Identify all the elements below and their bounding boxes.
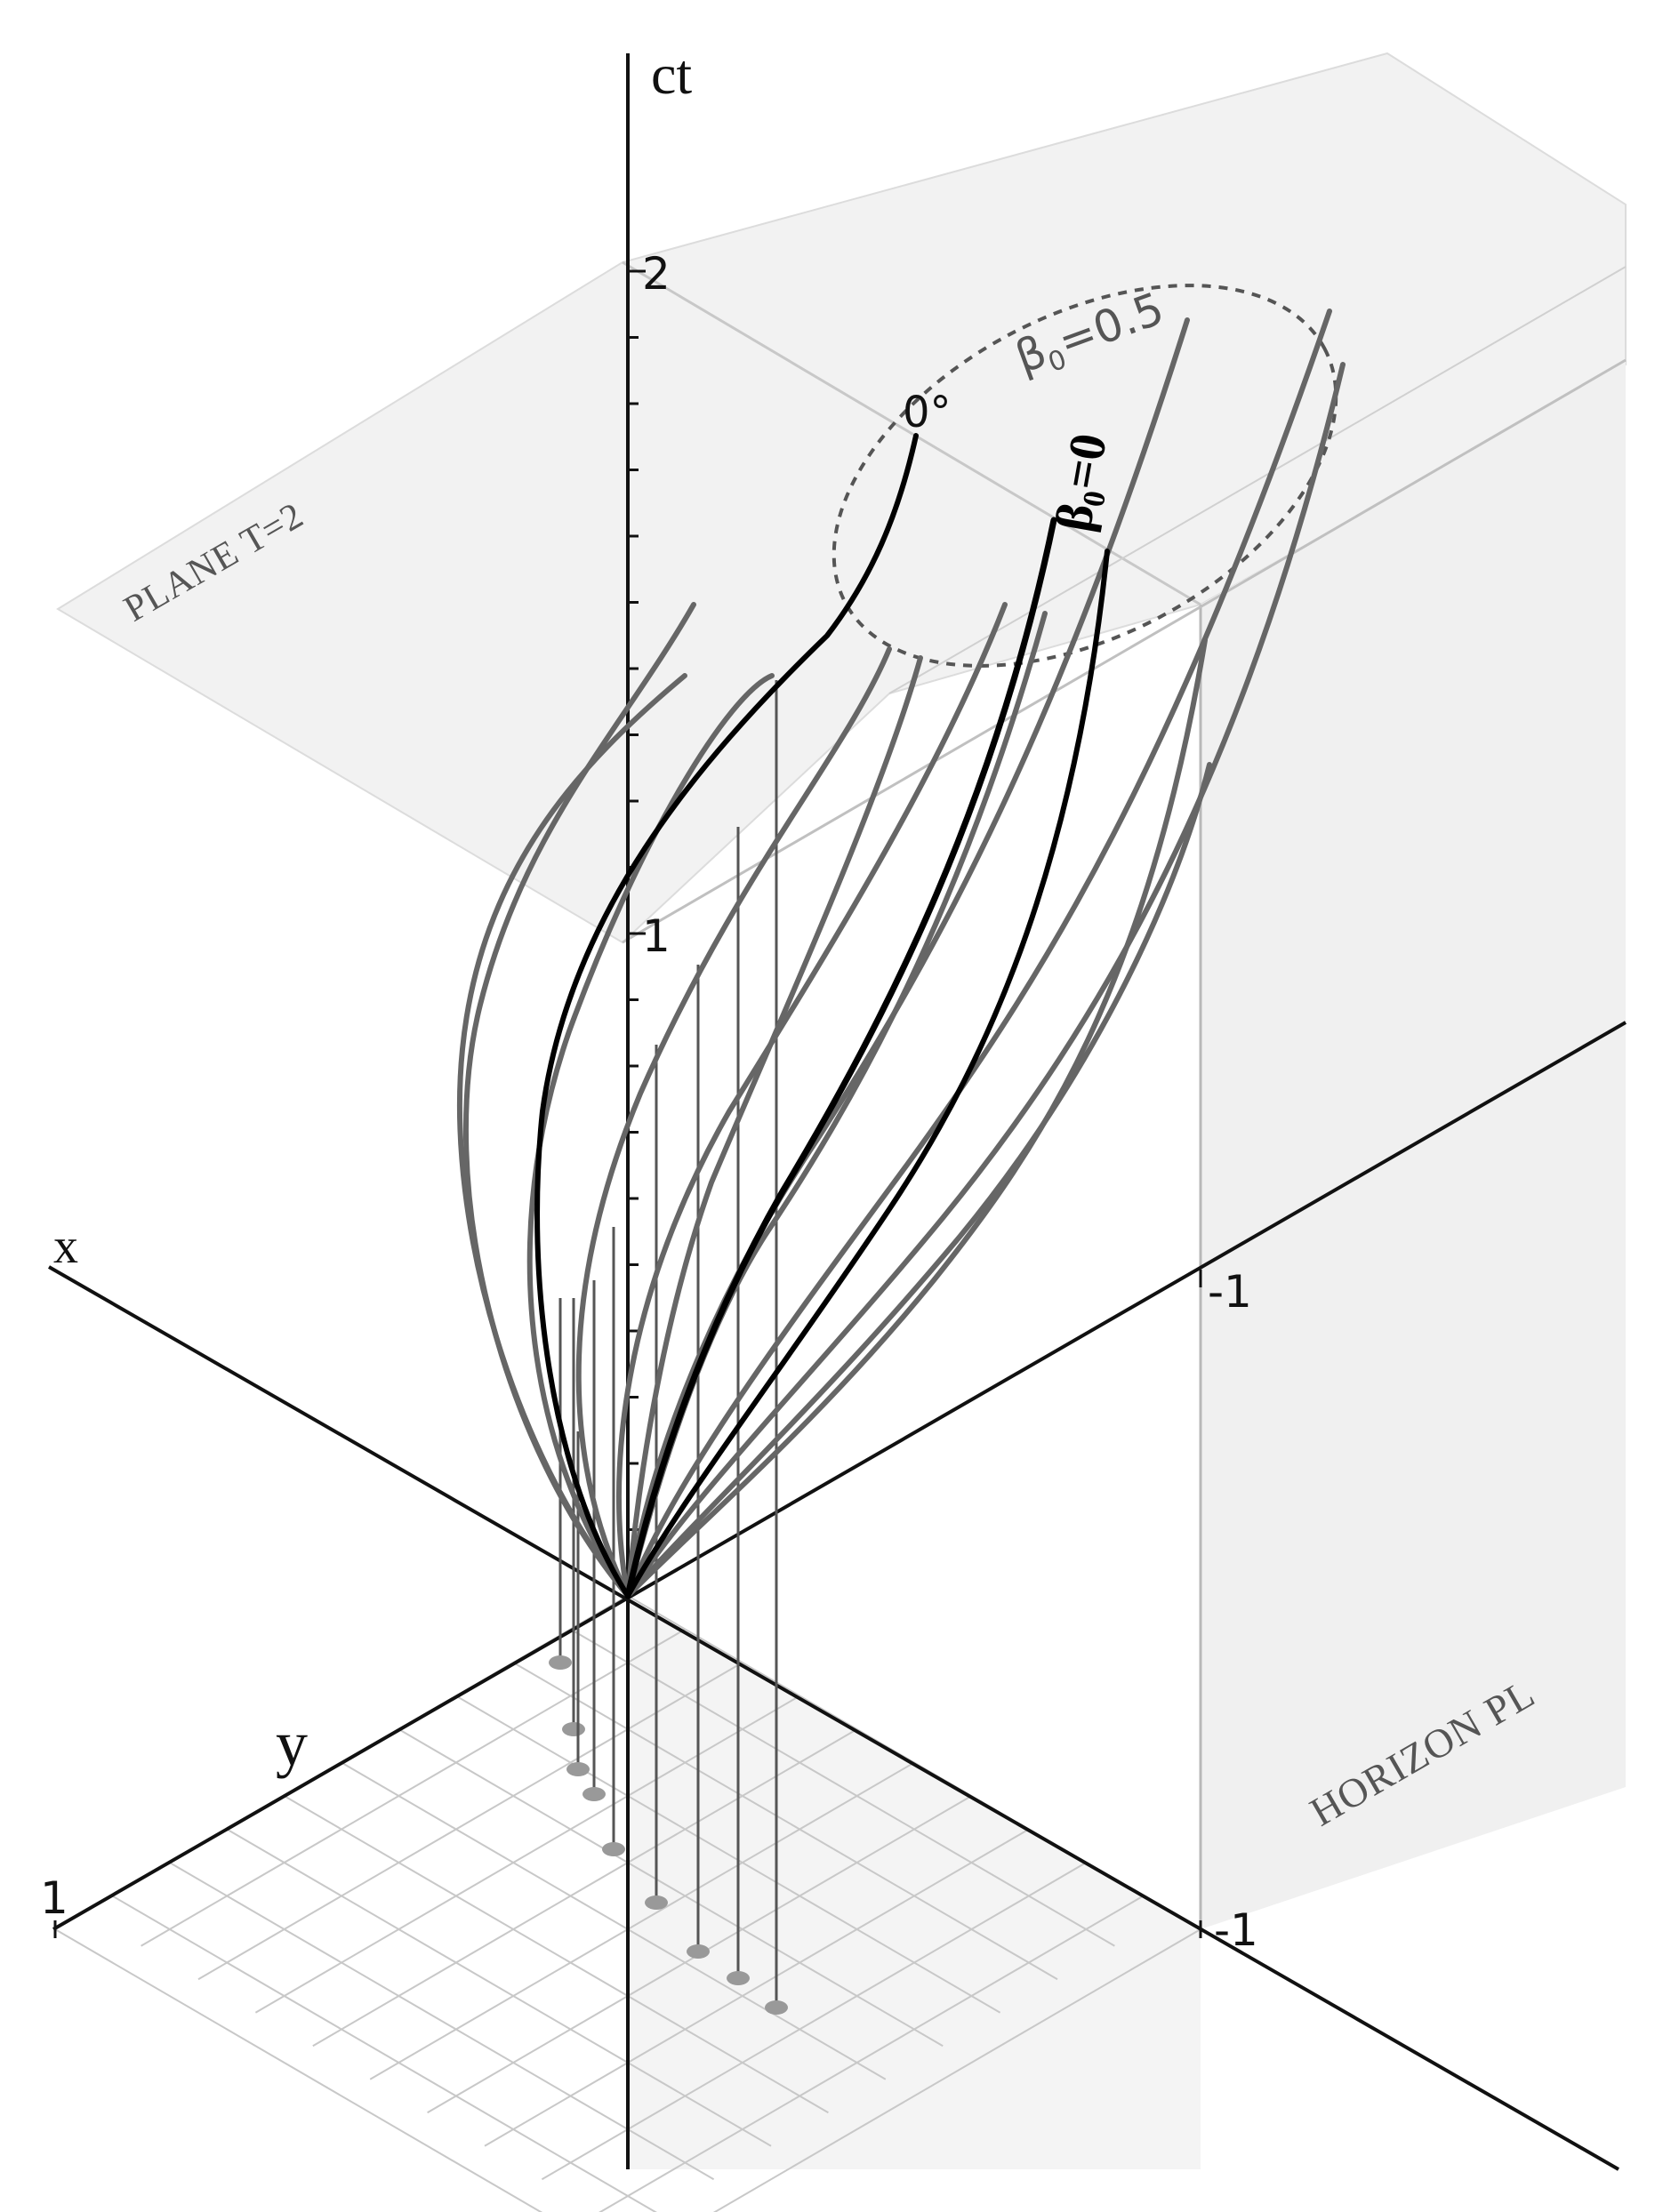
grid-line [54, 1928, 543, 2212]
y-axis-label: y [276, 1708, 308, 1779]
worldline-gray [575, 646, 892, 1599]
grid-line [369, 1761, 915, 2080]
grid-line [226, 1828, 772, 2147]
floor-grid [54, 1595, 1201, 2212]
ct-tick-label-2: 2 [642, 248, 671, 300]
floor-marker [727, 1971, 750, 1985]
floor-marker [582, 1787, 606, 1801]
grid-line [284, 1795, 829, 2114]
grid-line [512, 1662, 1058, 1981]
grid-line [312, 1728, 858, 2048]
ct-tick-label-1: 1 [642, 910, 671, 962]
worldline-gray [615, 602, 1008, 1599]
worldline-gray [625, 762, 1212, 1599]
worldline-gray [456, 673, 687, 1599]
grid-line [141, 1628, 686, 1947]
worldline-gray [625, 637, 1208, 1599]
grid-line [570, 1628, 1115, 1947]
floor-marker [549, 1655, 572, 1670]
floor-marker [687, 1944, 710, 1959]
ct-axis-label: ct [651, 43, 692, 106]
grid-line [484, 1828, 1030, 2147]
grid-line [599, 1895, 1145, 2212]
grid-line [455, 1695, 1001, 2014]
grid-line [398, 1728, 944, 2048]
worldline-gray [625, 655, 923, 1599]
plane-edge [888, 266, 1627, 694]
grid-line [111, 1895, 657, 2212]
plane-edge [622, 358, 1627, 944]
worldline-gray [625, 362, 1346, 1599]
floor-marker [645, 1895, 668, 1910]
worldline-curves [456, 309, 1346, 1599]
beta-zero-label: β0=0 [1044, 429, 1122, 537]
worldline-black [625, 549, 1110, 1599]
x-tick-label: -1 [1208, 1266, 1252, 1318]
floor-marker [562, 1722, 585, 1736]
axes [48, 53, 1627, 2171]
plane-edge [622, 260, 1201, 606]
grid-line [169, 1862, 715, 2181]
beta-0.5-circle [831, 284, 1338, 668]
worldline-gray [526, 673, 775, 1599]
grid-line [197, 1662, 743, 1981]
y-axis [52, 1021, 1627, 1931]
y-tick-label-left: 1 [40, 1872, 68, 1924]
floor-marker [765, 2000, 788, 2015]
x-axis-label: x [53, 1219, 78, 1274]
grid-line [541, 1862, 1087, 2181]
worldline-black-0deg [534, 433, 919, 1599]
bottom-plane-shade [628, 1600, 1201, 2169]
grid-line [254, 1695, 800, 2014]
floor-marker [566, 1762, 590, 1776]
y-tick-label-right: -1 [1214, 1904, 1258, 1956]
worldline-black-beta0 [624, 517, 1057, 1599]
grid-line [341, 1761, 887, 2080]
grid-line [712, 1928, 1201, 2212]
floor-marker [602, 1842, 625, 1856]
x-axis [48, 1265, 1619, 2171]
angle-zero-label: 0° [903, 388, 952, 437]
xy-ticks [53, 1270, 1202, 1938]
worldline-gray [625, 317, 1190, 1599]
